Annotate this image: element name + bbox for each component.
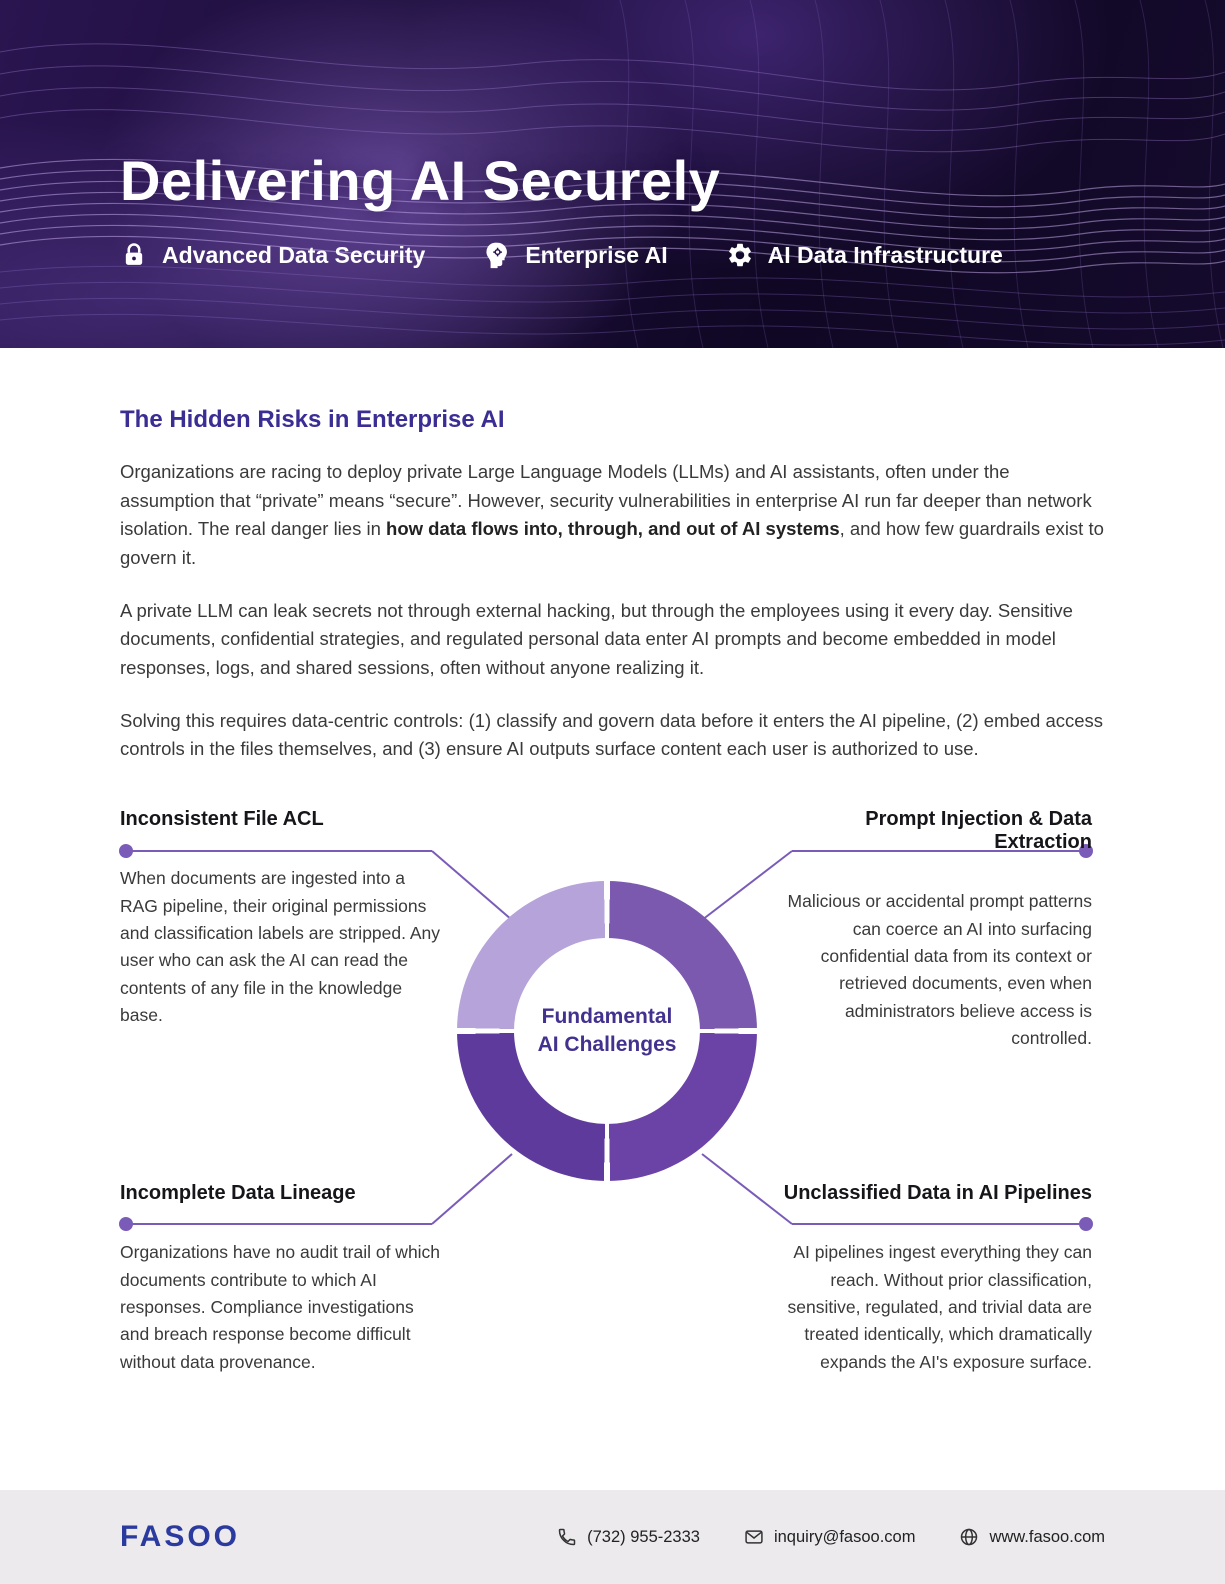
callout-prompt-injection: Prompt Injection & Data Extraction Malic… — [770, 808, 1092, 1053]
hero-badge-data-security: Advanced Data Security — [120, 241, 425, 269]
gear-icon — [726, 241, 754, 269]
hero-banner: Delivering AI Securely Advanced Data Sec… — [0, 0, 1225, 348]
hero-badge-label: Advanced Data Security — [162, 241, 426, 268]
article-section: The Hidden Risks in Enterprise AI Organi… — [0, 348, 1225, 764]
page-footer: FASOO (732) 955-2333 inquiry@fasoo.com w… — [0, 1490, 1225, 1584]
callout-inconsistent-file-acl: Inconsistent File ACL When documents are… — [120, 808, 442, 1030]
intro-paragraph-1: Organizations are racing to deploy priva… — [120, 458, 1105, 573]
hero-badge-label: AI Data Infrastructure — [767, 241, 1003, 268]
ai-head-icon — [483, 241, 511, 269]
paragraph-text: , and how few guardrails exist to govern… — [120, 518, 1104, 569]
lock-icon — [120, 241, 148, 269]
donut-chart: Fundamental AI Challenges — [457, 881, 757, 1182]
callout-title: Incomplete Data Lineage — [120, 1182, 356, 1205]
contact-phone[interactable]: (732) 955-2333 — [557, 1527, 700, 1547]
callout-unclassified-data: Unclassified Data in AI Pipelines AI pip… — [770, 1182, 1092, 1376]
contact-email[interactable]: inquiry@fasoo.com — [744, 1527, 915, 1547]
globe-icon — [959, 1527, 979, 1547]
contact-website[interactable]: www.fasoo.com — [959, 1527, 1105, 1547]
intro-paragraph-2: A private LLM can leak secrets not throu… — [120, 599, 1073, 679]
challenges-diagram: Fundamental AI Challenges Inconsistent F… — [0, 796, 1225, 1456]
callout-body: AI pipelines ingest everything they can … — [787, 1242, 1092, 1372]
intro-paragraph-3: Solving this requires data-centric contr… — [120, 709, 1104, 760]
donut-center-line-1: Fundamental — [541, 1004, 673, 1028]
hero-badge-ai-infrastructure: AI Data Infrastructure — [726, 241, 1003, 269]
callout-title: Inconsistent File ACL — [120, 808, 324, 831]
contact-phone-label: (732) 955-2333 — [587, 1527, 700, 1546]
callout-body: When documents are ingested into a RAG p… — [120, 868, 441, 1026]
fasoo-logo: FASOO — [120, 1520, 241, 1553]
donut-center-line-2: AI Challenges — [537, 1033, 677, 1057]
wireframe-mesh-decoration — [0, 0, 1225, 348]
hero-badge-label: Enterprise AI — [525, 241, 668, 268]
contact-email-label: inquiry@fasoo.com — [773, 1527, 916, 1546]
section-heading: The Hidden Risks in Enterprise AI — [120, 406, 505, 433]
hero-title: Delivering AI Securely — [120, 149, 721, 212]
paragraph-text: Organizations are racing to deploy priva… — [120, 461, 1092, 540]
paragraph-bold-text: how data flows into, through, and out of… — [386, 518, 840, 540]
callout-title: Unclassified Data in AI Pipelines — [783, 1182, 1092, 1205]
donut-center-label: Fundamental AI Challenges — [538, 1003, 677, 1060]
callout-body: Organizations have no audit trail of whi… — [120, 1242, 441, 1372]
contact-row: (732) 955-2333 inquiry@fasoo.com www.fas… — [557, 1527, 1105, 1547]
contact-website-label: www.fasoo.com — [989, 1527, 1105, 1546]
callout-body: Malicious or accidental prompt patterns … — [787, 891, 1092, 1049]
callout-title: Prompt Injection & Data Extraction — [865, 808, 1092, 854]
donut-hole: Fundamental AI Challenges — [514, 938, 700, 1125]
email-icon — [744, 1527, 764, 1547]
callout-incomplete-data-lineage: Incomplete Data Lineage Organizations ha… — [120, 1182, 442, 1376]
hero-badge-row: Advanced Data Security Enterprise AI AI … — [120, 241, 1105, 269]
hero-badge-enterprise-ai: Enterprise AI — [483, 241, 668, 269]
phone-icon — [557, 1527, 577, 1547]
